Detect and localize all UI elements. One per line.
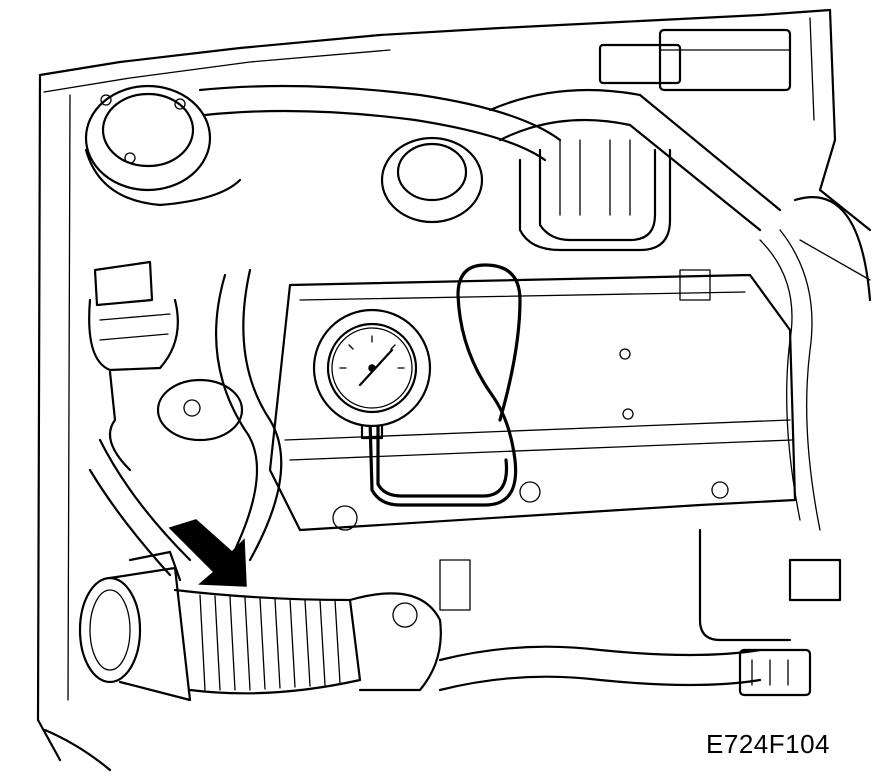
expansion-tank bbox=[88, 260, 179, 472]
upper-pipe bbox=[198, 84, 782, 232]
gauge-hose bbox=[368, 263, 522, 507]
strut-tower bbox=[84, 84, 242, 207]
fuse-boxes bbox=[598, 28, 792, 92]
compression-gauge-icon bbox=[312, 308, 432, 440]
reservoir-cap bbox=[380, 136, 484, 224]
pointer-arrow-icon bbox=[168, 519, 247, 587]
body-panels bbox=[36, 8, 872, 772]
figure-code: E724F104 bbox=[706, 729, 830, 759]
air-mass-meter bbox=[78, 550, 192, 702]
right-wiring bbox=[759, 196, 872, 531]
intake-hose bbox=[173, 588, 442, 695]
intake-runners bbox=[88, 268, 283, 577]
lower-hoses bbox=[438, 528, 842, 697]
ignition-leads bbox=[518, 139, 672, 252]
